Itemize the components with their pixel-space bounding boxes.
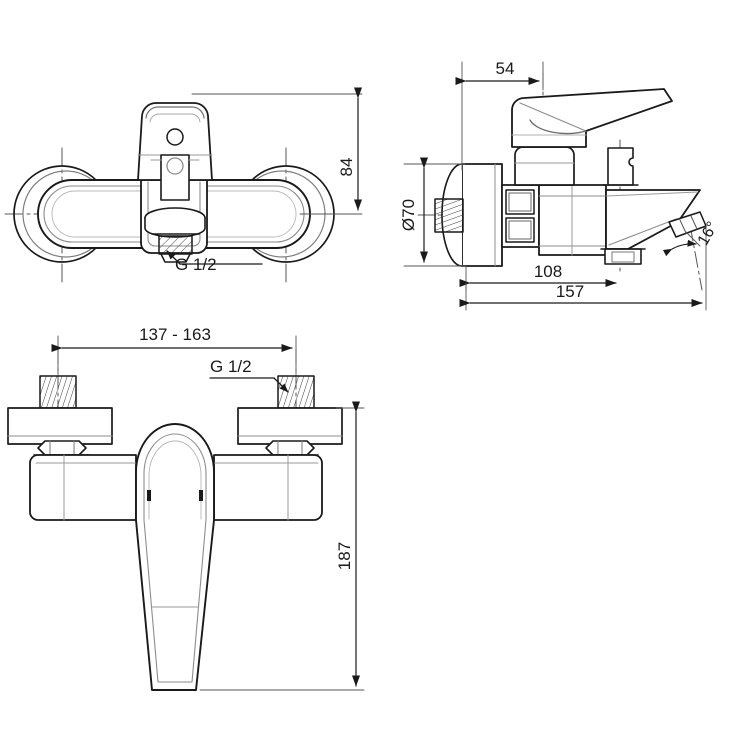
flange-plate-left bbox=[7, 407, 113, 445]
dimension-54 bbox=[455, 61, 544, 171]
outlet-nozzle-threaded bbox=[144, 207, 206, 263]
flange-plate-right bbox=[237, 407, 343, 445]
handle-stem bbox=[150, 154, 200, 201]
spout-body bbox=[605, 189, 701, 250]
lever-handle-front bbox=[135, 423, 215, 691]
dimension-angle-16 bbox=[662, 231, 701, 257]
dimension-height-84 bbox=[191, 87, 363, 215]
view-front-elevation-eccentrics bbox=[4, 87, 363, 283]
hex-nut-left bbox=[33, 440, 91, 456]
dimension-137-163 bbox=[51, 335, 297, 375]
view-front-elevation-lever bbox=[7, 335, 365, 691]
thread-label-inlet: G 1/2 bbox=[210, 357, 252, 376]
handle-cap bbox=[137, 102, 213, 181]
inlet-thread-left bbox=[39, 375, 77, 409]
view-side-elevation-section bbox=[403, 61, 707, 311]
lever-handle bbox=[511, 88, 673, 148]
dimension-diameter-70 bbox=[403, 157, 466, 267]
dimension-157 bbox=[459, 225, 707, 311]
cartridge-neck bbox=[514, 146, 575, 186]
dimension-label-54: 54 bbox=[496, 59, 515, 78]
thread-callout-inlet-leader bbox=[209, 377, 289, 393]
dimension-label-137-163: 137 - 163 bbox=[139, 325, 211, 344]
dimension-label-108: 108 bbox=[534, 262, 562, 281]
dimension-label-187: 187 bbox=[335, 542, 354, 570]
thread-label-outlet: G 1/2 bbox=[175, 255, 217, 274]
bath-outlet-nut bbox=[600, 248, 646, 265]
shower-outlet-nipple bbox=[603, 147, 639, 186]
mixer-body-side bbox=[538, 184, 607, 256]
dimension-label-diameter-70: Ø70 bbox=[399, 199, 418, 231]
valve-body-section bbox=[501, 184, 540, 248]
dimension-187 bbox=[199, 401, 365, 691]
mixer-body-front bbox=[29, 454, 323, 521]
dimension-label-157: 157 bbox=[556, 282, 584, 301]
hex-nut-right bbox=[261, 440, 319, 456]
inlet-spigot-thread bbox=[434, 198, 464, 233]
thread-callout-outlet-leader bbox=[166, 250, 263, 265]
dimension-label-84: 84 bbox=[337, 158, 356, 177]
inlet-thread-right bbox=[277, 375, 315, 409]
